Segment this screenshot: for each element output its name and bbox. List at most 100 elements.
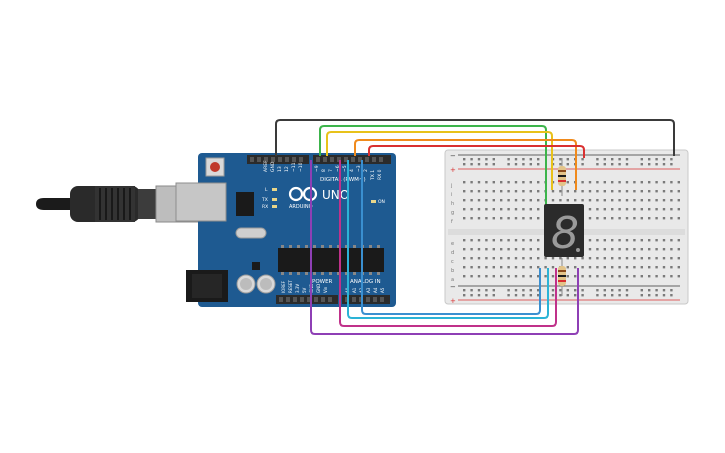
breadboard-hole[interactable] [537,208,540,211]
breadboard-hole[interactable] [529,266,532,269]
breadboard-hole[interactable] [507,181,510,184]
breadboard-hole[interactable] [529,289,532,292]
breadboard-hole[interactable] [470,163,473,166]
breadboard-hole[interactable] [477,208,481,211]
breadboard-hole[interactable] [662,239,666,242]
breadboard-hole[interactable] [640,257,643,260]
resistor-top[interactable] [558,158,566,196]
breadboard-hole[interactable] [507,208,510,211]
breadboard-hole[interactable] [514,294,518,297]
breadboard-hole[interactable] [507,239,510,242]
breadboard-hole[interactable] [670,163,673,166]
breadboard-hole[interactable] [581,158,584,161]
breadboard-hole[interactable] [500,208,503,211]
breadboard-hole[interactable] [655,289,658,292]
breadboard-hole[interactable] [470,294,473,297]
breadboard-hole[interactable] [625,158,629,161]
breadboard-hole[interactable] [492,289,495,292]
breadboard-hole[interactable] [522,199,525,202]
breadboard-hole[interactable] [596,181,599,184]
breadboard-hole[interactable] [514,248,518,251]
breadboard-hole[interactable] [514,239,518,242]
breadboard-hole[interactable] [655,239,658,242]
breadboard-hole[interactable] [514,275,518,278]
breadboard-hole[interactable] [596,257,599,260]
breadboard-hole[interactable] [529,190,532,193]
breadboard-hole[interactable] [596,266,599,269]
breadboard-hole[interactable] [514,181,518,184]
breadboard-hole[interactable] [477,239,481,242]
resistor-bottom[interactable] [558,258,566,296]
breadboard-hole[interactable] [618,158,621,161]
breadboard-hole[interactable] [596,275,599,278]
breadboard-hole[interactable] [522,190,525,193]
breadboard-hole[interactable] [677,208,680,211]
breadboard-hole[interactable] [670,275,673,278]
breadboard-hole[interactable] [611,289,614,292]
breadboard-hole[interactable] [537,190,540,193]
breadboard-hole[interactable] [537,275,540,278]
gnd-wire[interactable] [275,119,675,156]
breadboard-hole[interactable] [655,257,658,260]
breadboard-hole[interactable] [618,163,621,166]
breadboard-hole[interactable] [662,275,666,278]
breadboard-hole[interactable] [522,257,525,260]
breadboard-hole[interactable] [588,217,592,220]
breadboard-hole[interactable] [551,289,555,292]
breadboard-hole[interactable] [529,199,532,202]
breadboard-hole[interactable] [492,266,495,269]
breadboard-hole[interactable] [574,199,577,202]
breadboard-hole[interactable] [522,294,525,297]
blue-wire[interactable] [361,160,541,315]
breadboard-hole[interactable] [559,289,562,292]
breadboard-hole[interactable] [633,217,636,220]
breadboard-hole[interactable] [470,158,473,161]
breadboard-hole[interactable] [618,266,621,269]
breadboard-hole[interactable] [670,257,673,260]
breadboard-hole[interactable] [514,190,518,193]
breadboard-hole[interactable] [625,208,629,211]
breadboard-hole[interactable] [677,190,680,193]
breadboard-hole[interactable] [618,181,621,184]
breadboard-hole[interactable] [625,248,629,251]
breadboard-hole[interactable] [529,248,532,251]
breadboard-hole[interactable] [611,158,614,161]
breadboard-hole[interactable] [537,163,540,166]
breadboard-hole[interactable] [537,289,540,292]
breadboard-hole[interactable] [581,257,584,260]
breadboard-hole[interactable] [477,217,481,220]
breadboard-hole[interactable] [574,294,577,297]
breadboard-hole[interactable] [640,266,643,269]
breadboard-hole[interactable] [507,289,510,292]
breadboard-hole[interactable] [655,275,658,278]
breadboard-hole[interactable] [522,275,525,278]
breadboard-hole[interactable] [463,294,466,297]
breadboard-hole[interactable] [603,257,606,260]
breadboard-hole[interactable] [485,289,488,292]
breadboard-hole[interactable] [522,266,525,269]
breadboard-hole[interactable] [611,239,614,242]
breadboard-hole[interactable] [470,289,473,292]
breadboard-hole[interactable] [529,181,532,184]
breadboard-hole[interactable] [670,217,673,220]
breadboard-hole[interactable] [588,199,592,202]
breadboard-hole[interactable] [492,248,495,251]
yellow-wire[interactable] [326,131,553,190]
breadboard-hole[interactable] [485,199,488,202]
breadboard-hole[interactable] [477,275,481,278]
breadboard-hole[interactable] [611,181,614,184]
breadboard-hole[interactable] [588,208,592,211]
breadboard-hole[interactable] [485,266,488,269]
breadboard-hole[interactable] [648,163,651,166]
breadboard-hole[interactable] [625,294,629,297]
breadboard-hole[interactable] [603,275,606,278]
breadboard-hole[interactable] [537,266,540,269]
breadboard-hole[interactable] [670,294,673,297]
breadboard-hole[interactable] [618,275,621,278]
breadboard-hole[interactable] [648,217,651,220]
breadboard-hole[interactable] [670,158,673,161]
breadboard-hole[interactable] [463,257,466,260]
breadboard-hole[interactable] [485,257,488,260]
breadboard-hole[interactable] [670,190,673,193]
breadboard-hole[interactable] [537,248,540,251]
